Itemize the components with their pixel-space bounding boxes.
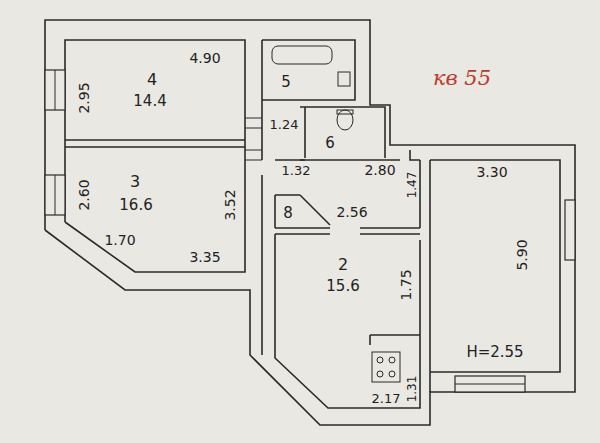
room-area: 14.4 bbox=[133, 94, 166, 109]
room-number: 2 bbox=[338, 257, 348, 273]
dimension-label: 1.70 bbox=[104, 233, 135, 247]
dimension-label: 3.35 bbox=[189, 250, 220, 264]
dimension-label: 3.52 bbox=[223, 189, 237, 220]
room-number: 6 bbox=[325, 136, 335, 151]
room-number: 8 bbox=[283, 206, 293, 221]
room-number: 5 bbox=[281, 75, 291, 90]
room-area: 15.6 bbox=[326, 279, 359, 294]
dimension-label: 5.90 bbox=[515, 239, 529, 270]
room-number: 3 bbox=[130, 174, 140, 190]
dimension-label: 1.31 bbox=[406, 376, 418, 403]
dimension-label: 1.75 bbox=[399, 269, 413, 300]
ceiling-height: H=2.55 bbox=[466, 345, 523, 360]
room-number: 4 bbox=[147, 72, 157, 88]
dimension-label: 3.30 bbox=[476, 165, 507, 179]
dimension-label: 1.24 bbox=[270, 118, 299, 131]
dimension-label: 2.17 bbox=[372, 392, 401, 405]
dimension-label: 4.90 bbox=[189, 51, 220, 65]
dimension-label: 2.56 bbox=[336, 205, 367, 219]
dimension-label: 1.47 bbox=[406, 172, 418, 199]
apartment-note: кв 55 bbox=[433, 68, 491, 89]
dimension-label: 2.80 bbox=[364, 163, 395, 177]
dimension-label: 2.95 bbox=[77, 82, 91, 113]
dimension-label: 1.32 bbox=[282, 164, 311, 177]
dimension-label: 2.60 bbox=[77, 179, 91, 210]
room-area: 16.6 bbox=[119, 198, 152, 213]
